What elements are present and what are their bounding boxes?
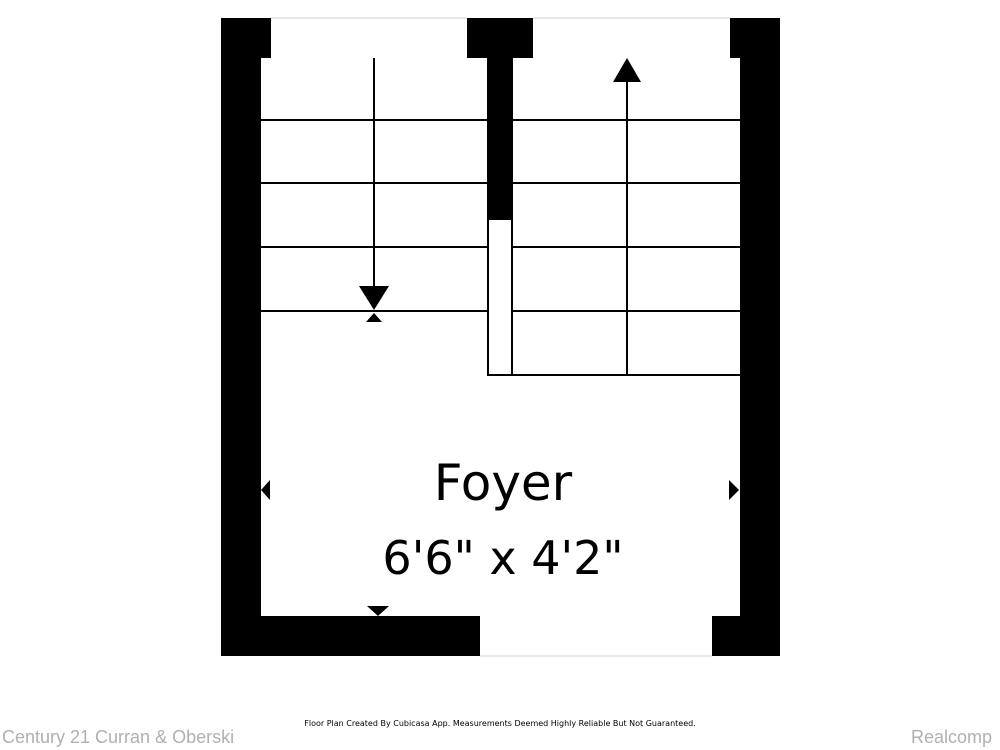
wall-bottom-left-segment — [221, 616, 480, 656]
room-name: Foyer — [434, 454, 573, 512]
watermark-realcomp: Realcomp — [910, 727, 992, 747]
stair-down — [261, 58, 487, 312]
wall-top-right-segment — [730, 18, 780, 58]
wall-left — [221, 18, 261, 656]
stair-down-arrow-icon — [359, 286, 389, 310]
dimension-marker-right-icon — [729, 480, 739, 500]
dimension-marker-left-icon — [261, 480, 270, 500]
stair-up — [488, 80, 740, 376]
stair-divider-wall — [487, 58, 513, 219]
dimension-marker-bottom-icon — [367, 606, 389, 616]
walls — [221, 18, 780, 656]
wall-top-middle-segment — [467, 18, 533, 58]
watermark-agency: Century 21 Curran & Oberski — [2, 727, 235, 747]
footer-disclaimer: Floor Plan Created By Cubicasa App. Meas… — [304, 719, 696, 728]
stair-railing — [487, 218, 513, 376]
wall-right — [740, 18, 780, 656]
room-dimensions: 6'6" x 4'2" — [382, 531, 623, 585]
wall-bottom-right-segment — [712, 616, 780, 656]
stair-up-arrow-icon — [613, 58, 641, 82]
wall-openings — [271, 17, 730, 657]
stair-down-end-marker-icon — [366, 313, 382, 322]
wall-top-left-segment — [221, 18, 271, 58]
